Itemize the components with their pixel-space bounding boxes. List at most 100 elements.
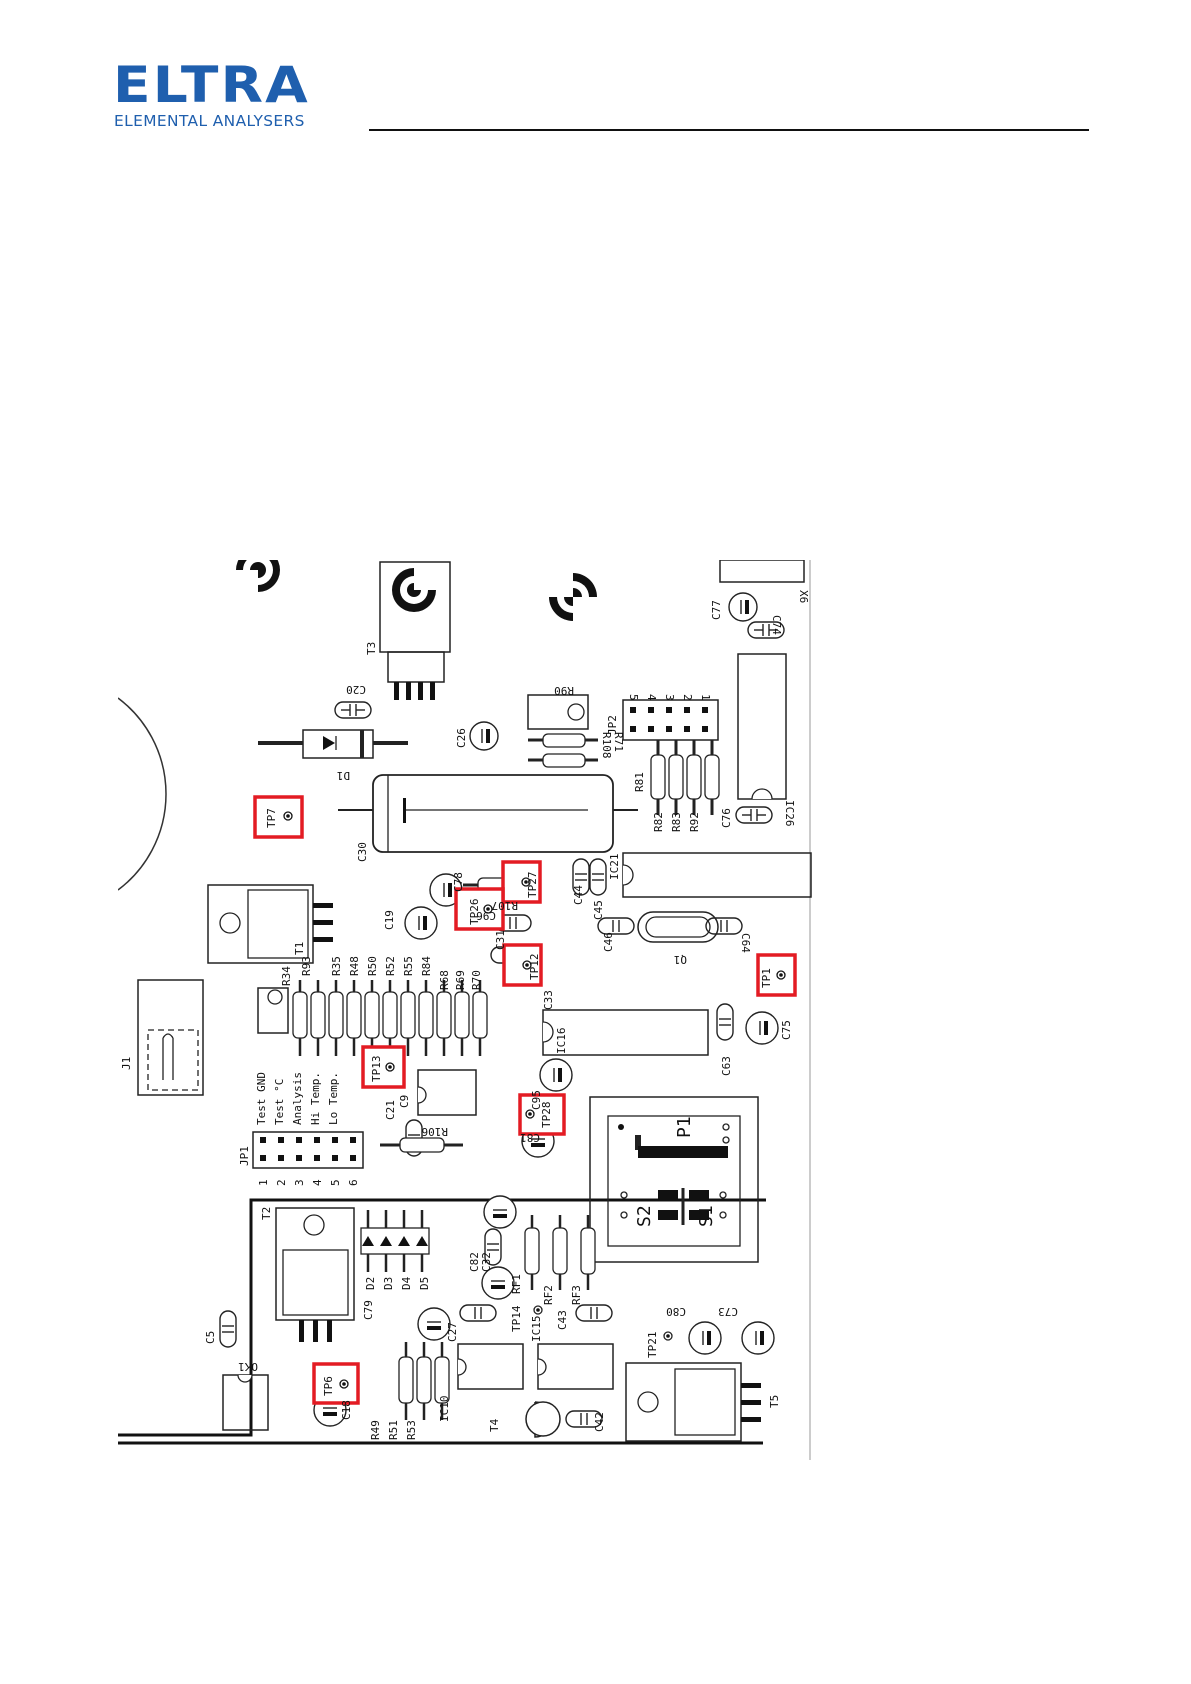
c20-label: C20	[346, 683, 366, 696]
c9-label: C9	[398, 1095, 411, 1108]
tp28-label: TP28	[540, 1102, 553, 1129]
tp6-label: TP6	[322, 1376, 335, 1396]
r55-label: R55	[402, 956, 415, 976]
x6-label: X6	[797, 590, 810, 603]
jp1-pin-4: 4	[311, 1179, 324, 1186]
t1-transistor	[207, 884, 333, 964]
tp21-label: TP21	[646, 1332, 659, 1359]
c5-label: C5	[204, 1331, 217, 1344]
d4-label: D4	[400, 1276, 413, 1290]
jp1-pin-5: 5	[329, 1179, 342, 1186]
r68-label: R68	[438, 970, 451, 990]
r106-label: R106	[422, 1125, 449, 1138]
tp12-label: TP12	[528, 954, 541, 981]
c44-label: C44	[572, 885, 585, 905]
r84-label: R84	[420, 956, 433, 976]
j1-connector	[137, 979, 204, 1096]
jp2-pin-5: 5	[627, 694, 640, 701]
c79-label: C79	[362, 1300, 375, 1320]
ok1-label: OK1	[238, 1360, 258, 1373]
jp2-pin-1: 1	[699, 694, 712, 701]
t2-label: T2	[260, 1207, 273, 1220]
ic10-ic15-chips	[457, 1343, 614, 1390]
r108-r71-resistors	[528, 733, 598, 768]
ic9-chip	[417, 1069, 477, 1116]
resistor-row	[257, 980, 488, 1056]
r49-r53-resistors	[398, 1342, 450, 1420]
test-point-markers	[533, 1305, 673, 1341]
r70-label: R70	[470, 970, 483, 990]
ic21-label: IC21	[608, 854, 621, 881]
r83-label: R83	[670, 812, 683, 832]
c43-label: C43	[556, 1310, 569, 1330]
diodes-d2-d5	[360, 1210, 430, 1272]
jp2-label: JP2	[606, 715, 619, 735]
jp1-pin-2: 2	[275, 1179, 288, 1186]
c27-label: C27	[446, 1322, 459, 1342]
j1-label: J1	[120, 1057, 133, 1070]
ic10-label: IC10	[438, 1396, 451, 1423]
tp14-label: TP14	[510, 1305, 523, 1332]
c33-label: C33	[542, 990, 555, 1010]
r53-label: R53	[405, 1420, 418, 1440]
ic21-chip	[622, 852, 812, 898]
t5-label: T5	[768, 1395, 781, 1408]
c64-label: C64	[739, 933, 752, 953]
ic15-label: IC15	[530, 1316, 543, 1343]
ic16-label: IC16	[555, 1028, 568, 1055]
electrolytic-capacitors	[313, 592, 779, 1427]
r50-label: R50	[366, 956, 379, 976]
jp1-header	[252, 1131, 364, 1169]
ic26-chip	[719, 560, 805, 800]
r107-label: R107	[492, 899, 519, 912]
c42-label: C42	[593, 1412, 606, 1432]
d1-label: D1	[337, 769, 350, 782]
board-outline	[118, 560, 811, 1460]
tp27-label: TP27	[526, 872, 539, 899]
fiducial-marks	[236, 560, 597, 621]
r35-label: R35	[330, 956, 343, 976]
r92-label: R92	[688, 812, 701, 832]
c76-label: C76	[720, 808, 733, 828]
jp1-label-analysis: Analysis	[291, 1072, 304, 1125]
c18-label: C18	[340, 1400, 353, 1420]
jp2-pin-3: 3	[663, 694, 676, 701]
c21-label: C21	[384, 1100, 397, 1120]
r90-label: R90	[554, 684, 574, 697]
c26-label: C26	[455, 728, 468, 748]
p1-relay-block	[589, 1096, 759, 1263]
c73-label: C73	[718, 1305, 738, 1318]
tp13-label: TP13	[370, 1056, 383, 1083]
r108-label: R108	[600, 732, 613, 759]
r52-label: R52	[384, 956, 397, 976]
r71-label: R71	[612, 732, 625, 752]
r81-label: R81	[633, 772, 646, 792]
logo-tagline: ELEMENTAL ANALYSERS	[114, 112, 305, 130]
c80-label: C80	[666, 1305, 686, 1318]
d1-diode	[258, 729, 408, 759]
c82-label: C82	[468, 1252, 481, 1272]
jp2-pin-2: 2	[681, 694, 694, 701]
jp1-label-test-c: Test °C	[273, 1079, 286, 1125]
s1-label: S1	[696, 1205, 717, 1227]
r82-label: R82	[652, 812, 665, 832]
logo-wordmark: ELTRA	[113, 56, 310, 114]
eltra-logo: ELTRA ELEMENTAL ANALYSERS	[113, 60, 313, 130]
c81-label: C81	[520, 1131, 540, 1144]
r69-label: R69	[454, 970, 467, 990]
jp1-pin-6: 6	[347, 1179, 360, 1186]
ic16-chip	[542, 1009, 709, 1056]
t5-transistor	[625, 1362, 761, 1442]
r106-resistor	[380, 1137, 463, 1153]
ic26-label: IC26	[783, 800, 796, 827]
jp1-label-test-gnd: Test GND	[255, 1072, 268, 1125]
d3-label: D3	[382, 1277, 395, 1290]
jp1-pin-1: 1	[257, 1179, 270, 1186]
c95-label: C95	[530, 1090, 543, 1110]
t3-regulator	[379, 561, 451, 700]
q1-crystal	[637, 911, 719, 943]
t3-label: T3	[365, 642, 378, 655]
p1-label: P1	[674, 1116, 695, 1138]
q1-label: Q1	[674, 953, 687, 966]
r48-label: R48	[348, 956, 361, 976]
